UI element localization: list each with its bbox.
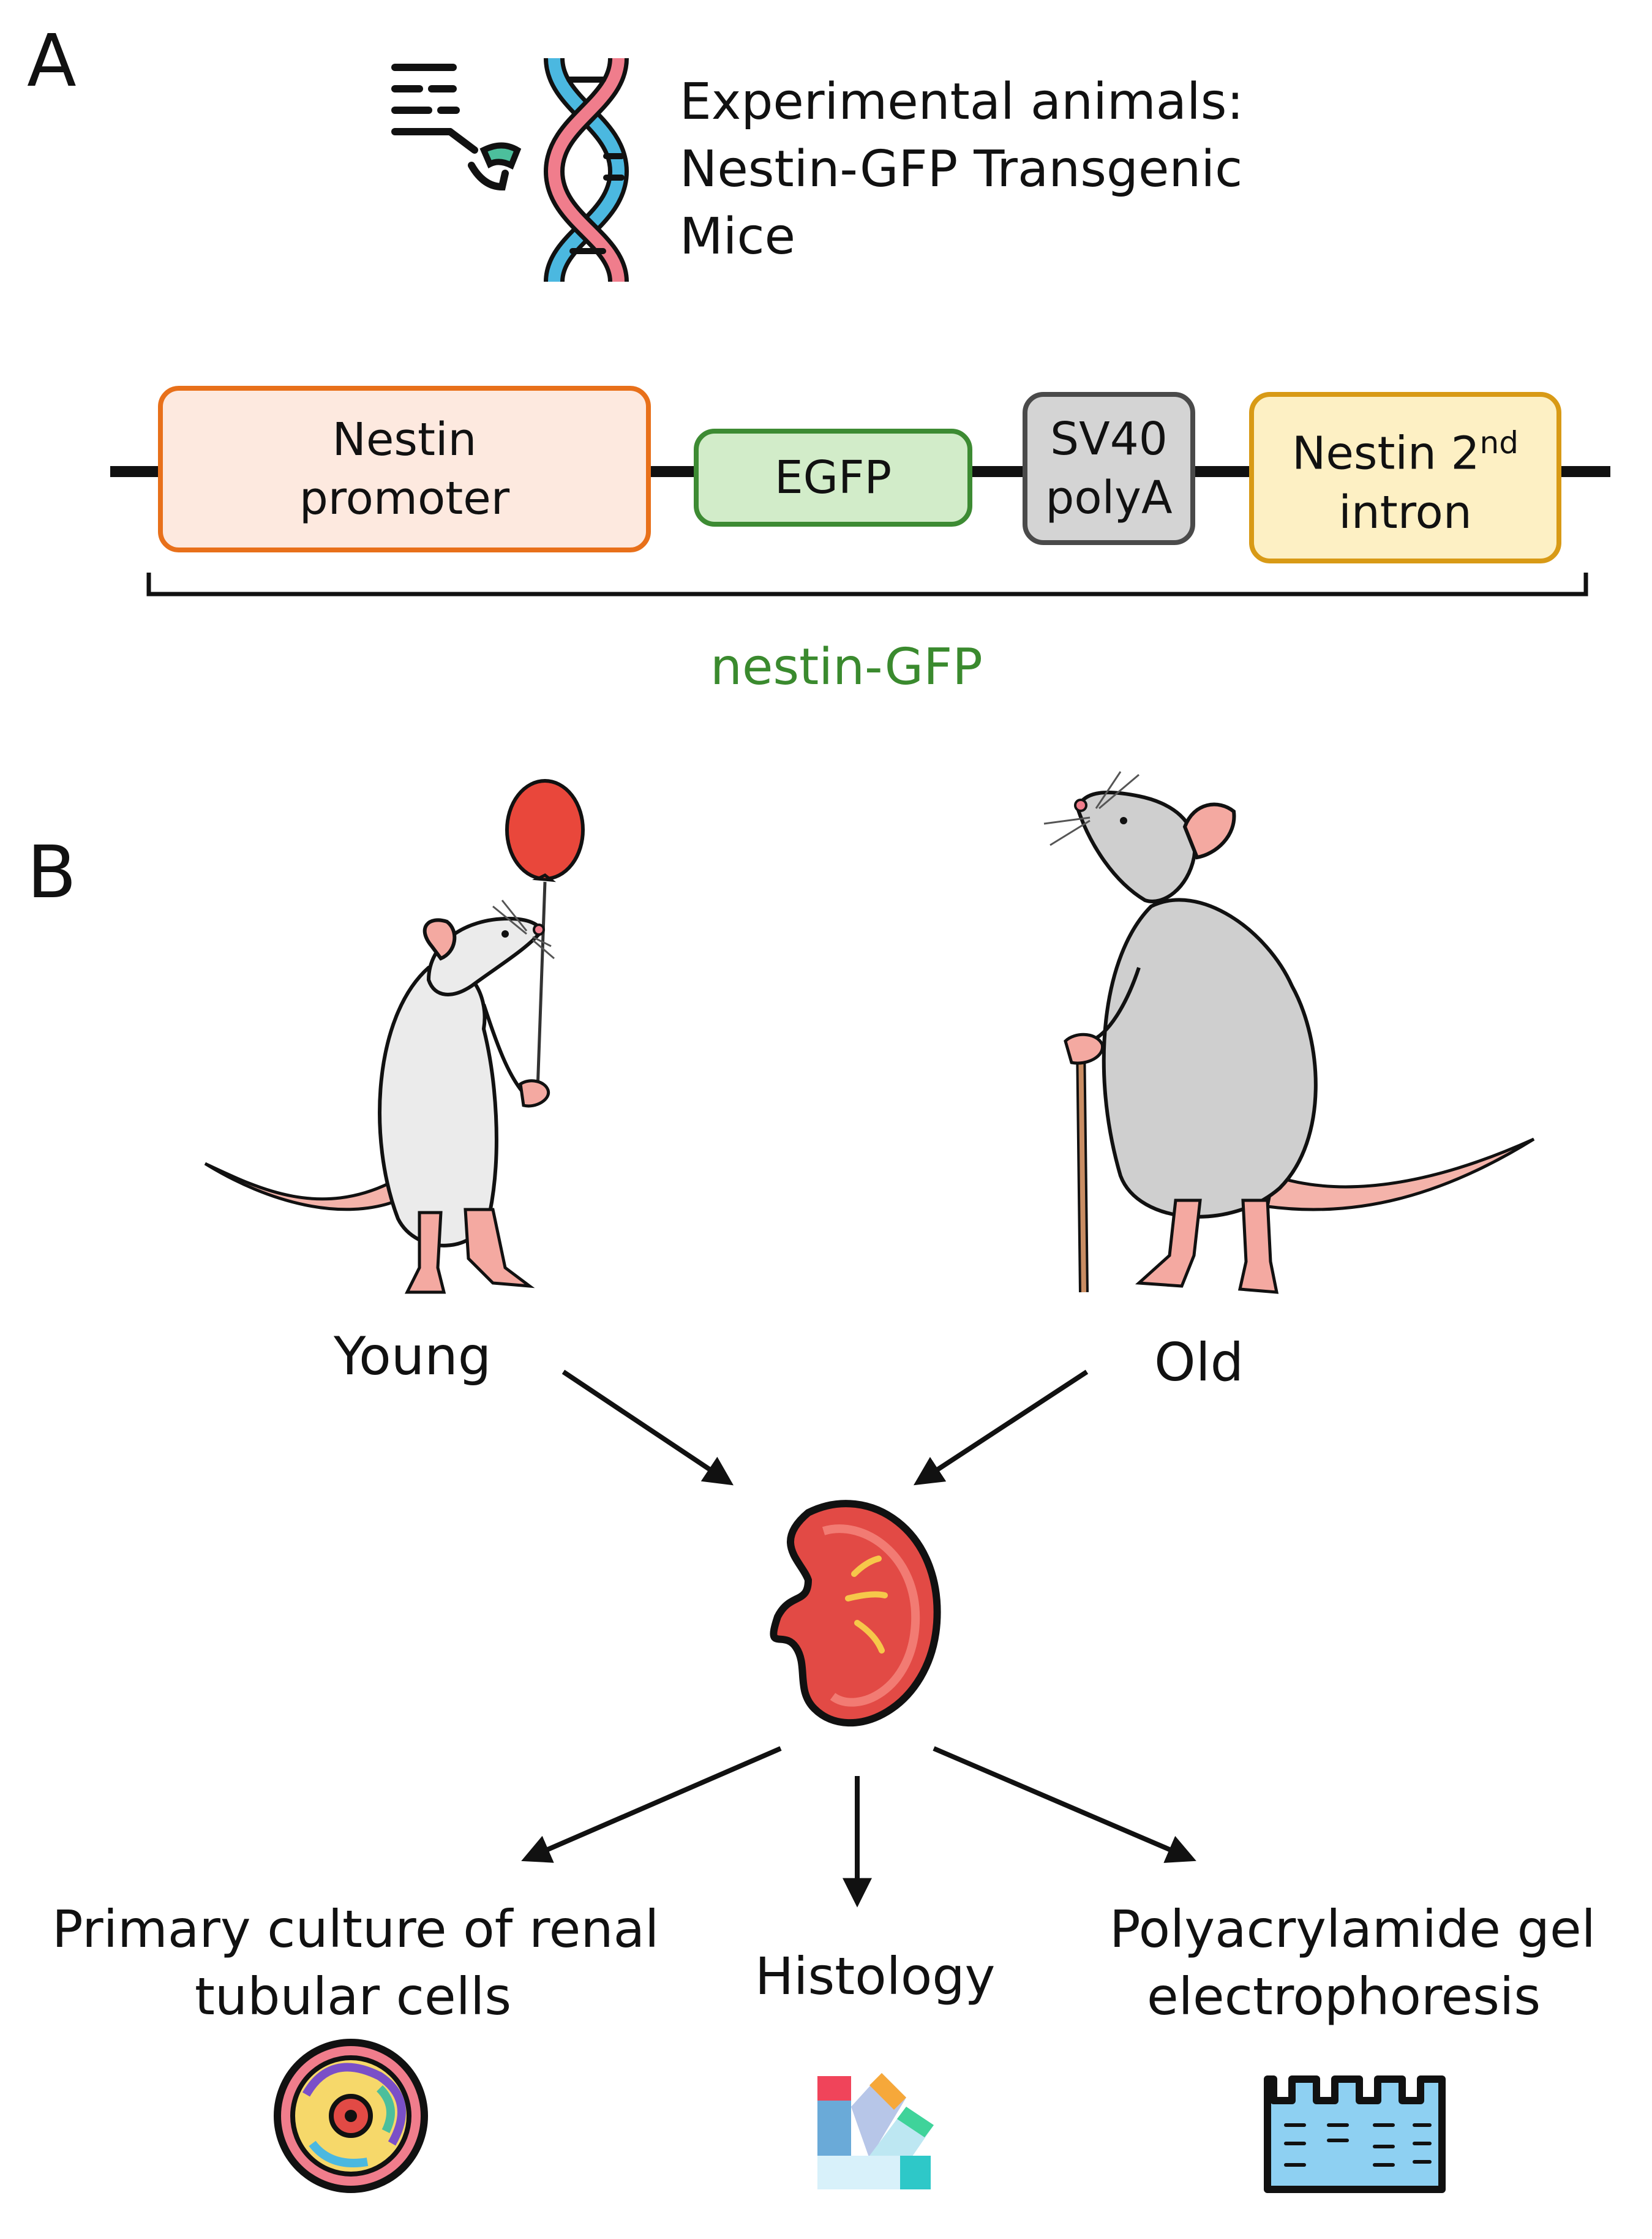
old-label: Old (1154, 1332, 1244, 1393)
construct-egfp: EGFP (694, 429, 972, 527)
construct-label: polyA (1045, 472, 1173, 524)
construct-label: intron (1338, 486, 1472, 539)
output-label-culture-2: tubular cells (195, 1966, 512, 2026)
construct-label: Nestin (332, 413, 477, 466)
construct-label: EGFP (774, 451, 892, 504)
output-label-gel-1: Polyacrylamide gel (1109, 1899, 1596, 1959)
construct-label: promoter (299, 472, 510, 525)
output-label-culture-1: Primary culture of renal (52, 1899, 659, 1959)
construct-label: Nestin 2nd (1292, 425, 1519, 480)
panel-a-heading-line-1: Experimental animals: (680, 73, 1244, 131)
young-label: Young (334, 1326, 492, 1387)
panel-a-heading-line-3: Mice (680, 208, 796, 266)
construct-label: SV40 (1050, 413, 1168, 465)
panel-a-heading-line-2: Nestin-GFP Transgenic (680, 140, 1243, 198)
panel-a-letter: A (27, 18, 77, 103)
construct-sv40-polya: SV40 polyA (1023, 392, 1195, 545)
output-label-histology: Histology (755, 1946, 996, 2006)
construct-nestin-promoter: Nestin promoter (158, 386, 651, 552)
bracket-label: nestin-GFP (710, 638, 983, 696)
output-label-gel-2: electrophoresis (1147, 1966, 1541, 2026)
panel-b-letter: B (27, 830, 77, 914)
construct-nestin-intron: Nestin 2nd intron (1249, 392, 1561, 563)
